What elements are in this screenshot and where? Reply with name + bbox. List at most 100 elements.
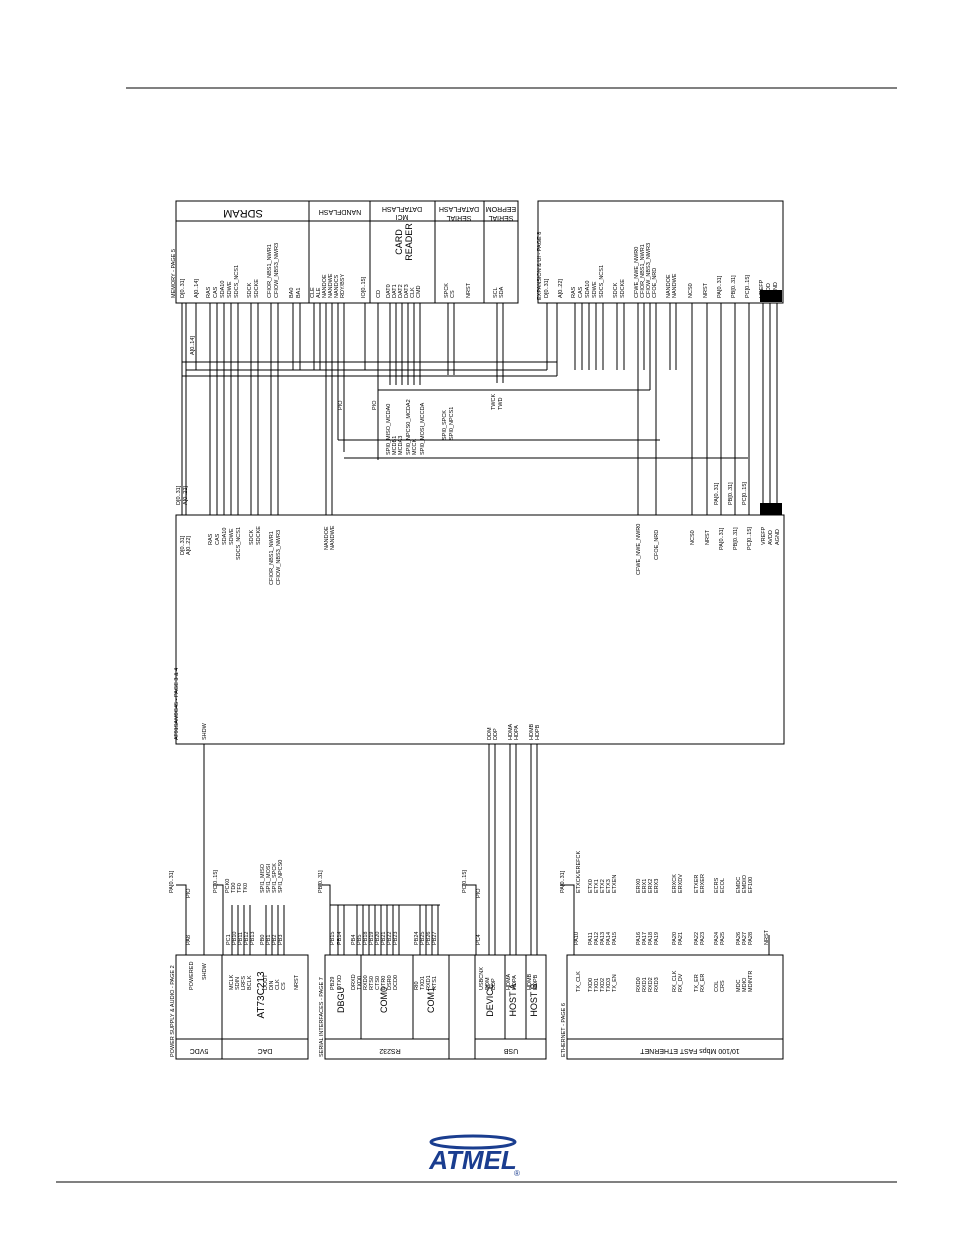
- power-block: 5VDC DAC AT73C213 POWER SUPPLY & AUDIO -…: [170, 954, 309, 1060]
- mem-sig-nandcs: NANDCS: [334, 274, 340, 298]
- com0-label: COM0: [379, 987, 389, 1013]
- shdw-label: SHDW: [202, 962, 208, 980]
- bus-a22: A[0..22]: [183, 486, 189, 505]
- usb-sig-hdpb: HDPB: [533, 974, 539, 990]
- eth-sig-mdc: MDC: [736, 979, 742, 992]
- usb-sig-ddm: DDM: [485, 977, 491, 990]
- registered-mark: ®: [514, 1169, 520, 1178]
- ser-sig-pb25: PB25: [420, 932, 426, 945]
- pwr-sig-pa8: PA8: [186, 935, 192, 945]
- mem-sig-scl: SCL: [493, 287, 499, 298]
- eth-sig-rxd2: RXD2: [648, 977, 654, 992]
- mem-sig-cd: CD: [376, 290, 382, 298]
- eth-sig-nrst: NRST: [764, 929, 770, 945]
- exp-sig-cfior: CFIOR_NBS1_NWR1: [640, 244, 646, 298]
- mem-sig-dat2: DAT2: [398, 284, 404, 298]
- ethernet-signals: PA[0..31] ETXCK/EREFCK PA10 PA11 PA12 PA…: [560, 850, 770, 992]
- expansion-page-label: EXPANSION & UI - PAGE 8: [537, 232, 543, 300]
- pwr-sig-pb11: PB11: [238, 932, 244, 945]
- mcu-page-label: AT91SAM9G45 - PAGE 3 & 4: [174, 668, 180, 740]
- eth-sig-pa13: PA13: [600, 932, 606, 945]
- pwr-sig-sdin: SDIN: [235, 977, 241, 990]
- ser-sig-pb24: PB24: [414, 932, 420, 945]
- eth-sig-txd0: TXD0: [588, 978, 594, 992]
- pwr-sig-pb2: PB2: [272, 935, 278, 945]
- mcu-top-nrst: NRST: [705, 529, 711, 545]
- eth-sig-rxd3: RXD3: [654, 977, 660, 992]
- eth-sig-pa21: PA21: [678, 932, 684, 945]
- ser-sig-dsr0: DTR0: [381, 976, 387, 990]
- mem-sig-sdck: SDCK: [247, 282, 253, 298]
- host-a-label: HOST A: [508, 984, 518, 1017]
- dac-label: DAC: [258, 1047, 273, 1054]
- host-b-label: HOST B: [529, 983, 539, 1016]
- card-reader-label-2: READER: [404, 223, 414, 261]
- ser-sig-ri0: DCD0: [393, 975, 399, 990]
- eth-sig-etx3: ETX3: [606, 879, 612, 893]
- pwr-sig-pio: PIO: [186, 888, 192, 898]
- exp-sig-pc: PC[0..15]: [745, 275, 751, 298]
- ser-sig-pb5: PB5: [357, 935, 363, 945]
- usb-sig-hdpa: HDPA: [512, 975, 518, 990]
- pwr-sig-pa: PA[0..31]: [169, 870, 175, 893]
- mcu-top-ras: RAS: [208, 533, 214, 545]
- eth-sig-txd1: TXD1: [594, 978, 600, 992]
- ser-sig-cts0: RTS0: [369, 976, 375, 990]
- exp-sig-vrefp: VREFP: [759, 279, 765, 298]
- eth-sig-pa19: PA19: [654, 932, 660, 945]
- mcu-top-ncs0: NCS0: [690, 530, 696, 545]
- ser-sig-pb26: PB26: [426, 932, 432, 945]
- exp-sig-a: A[0..22]: [558, 279, 564, 298]
- eth-sig-etxer: ETXER: [694, 875, 700, 893]
- bus-twck: TWCK: [491, 393, 497, 410]
- dataflash-label: DATAFLASH: [382, 205, 422, 212]
- bottom-bus-stubs: [176, 884, 770, 955]
- mem-sig-spck: SPCK: [444, 283, 450, 298]
- mcu-top-pb: PB[0..31]: [733, 527, 739, 550]
- mem-sig-cfior: CFIOR_NBS1_NWR1: [267, 244, 273, 298]
- ethernet-label: 10/100 Mbps FAST ETHERNET: [640, 1047, 740, 1054]
- serial-signals: PB[0..31] PB15 PB14 PB4 PB5 PB18 PB19 PB…: [318, 870, 438, 990]
- ethernet-page-label: ETHERNET - PAGE 6: [561, 1003, 567, 1057]
- expansion-signals: D[0..31] A[0..22] RAS CAS SDA10 SDWE SDC…: [544, 243, 779, 298]
- eth-sig-txclk: TX_CLK: [576, 971, 582, 992]
- mcu-top-avdd: AVDD: [768, 530, 774, 545]
- mem-sig-cs: CS: [450, 290, 456, 298]
- mcu-top-nandoe: NANDOE: [324, 526, 330, 550]
- mem-sig-rdybsy: RDY/BSY: [340, 274, 346, 298]
- bus-pio-1: PIO: [338, 400, 344, 410]
- pwr-sig-pb0: PB0: [260, 935, 266, 945]
- expansion-block: EXPANSION & UI - PAGE 8: [537, 200, 784, 304]
- exp-sig-sdck: SDCK: [613, 282, 619, 298]
- mem-sig-cmd: CMD: [416, 285, 422, 298]
- bus-spi0-spck: SPI0_SPCK: [442, 410, 448, 440]
- pwr-sig-pck0: PCK0: [225, 879, 231, 893]
- usb-sig-pc: PC[0..15]: [462, 870, 468, 893]
- pwr-sig-pb1: PB1: [266, 935, 272, 945]
- ser-sig-rxd0: TXD0: [357, 976, 363, 990]
- serial-page-label: SERIAL INTERFACES - PAGE 7: [319, 977, 325, 1057]
- serial-eeprom-label-2: EEPROM: [486, 205, 517, 212]
- exp-sig-sda10: SDA10: [585, 281, 591, 298]
- mem-sig-nandwe: NANDWE: [328, 273, 334, 298]
- mem-sig-ras: RAS: [206, 286, 212, 298]
- sdram-label: SDRAM: [223, 207, 263, 219]
- device-label: DEVICE: [485, 983, 495, 1017]
- mem-sig-cle: CLE: [310, 287, 316, 298]
- bus-pio-2: PIO: [372, 400, 378, 410]
- eth-sig-pa12: PA12: [594, 932, 600, 945]
- mcu-bot-ddm: DDM: [487, 727, 493, 740]
- eth-sig-pa14: PA14: [606, 932, 612, 945]
- eth-sig-pa24: PA24: [714, 932, 720, 945]
- eth-sig-mdio: MDIO: [742, 977, 748, 992]
- pwr-sig-bclk: BCLK: [247, 975, 253, 990]
- mem-sig-dat3: DAT3: [404, 284, 410, 298]
- exp-sig-cfwe: CFWE_NWE_NWR0: [634, 247, 640, 298]
- at73c213-label: AT73C213: [256, 971, 267, 1019]
- eth-sig-pa26: PA26: [736, 932, 742, 945]
- card-reader-label-1: CARD: [394, 229, 404, 255]
- mcu-top-pc: PC[0..15]: [747, 527, 753, 550]
- eth-sig-etx0: ETX0: [588, 879, 594, 893]
- com1-label: COM1: [426, 987, 436, 1013]
